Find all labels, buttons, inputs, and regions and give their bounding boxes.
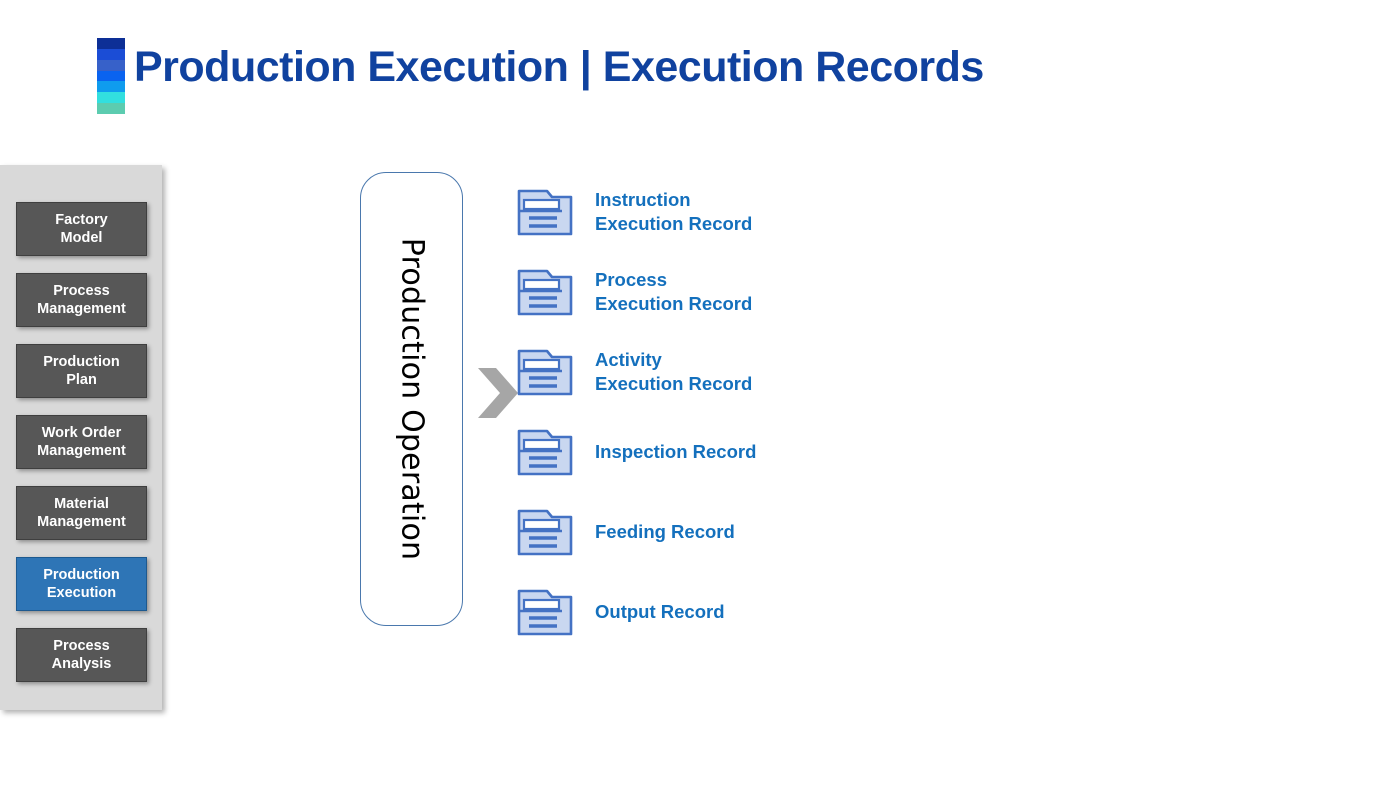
gradient-bar-logo — [97, 38, 125, 115]
sidebar-item-production-plan[interactable]: Production Plan — [16, 344, 147, 398]
document-record-icon — [517, 267, 573, 317]
logo-band-5 — [97, 81, 125, 93]
page-title: Production Execution | Execution Records — [134, 43, 984, 91]
production-operation-box: Production Operation — [360, 172, 463, 626]
record-row[interactable]: Instruction Execution Record — [517, 172, 937, 252]
record-row[interactable]: Inspection Record — [517, 412, 937, 492]
document-record-icon — [517, 187, 573, 237]
logo-band-2 — [97, 48, 125, 60]
record-row[interactable]: Activity Execution Record — [517, 332, 937, 412]
sidebar-item-material-management[interactable]: Material Management — [16, 486, 147, 540]
record-label: Activity Execution Record — [595, 348, 753, 395]
chevron-right-arrow — [476, 366, 520, 420]
sidebar-item-process-analysis[interactable]: Process Analysis — [16, 628, 147, 682]
title-bar: Production Execution | Execution Records — [0, 0, 1400, 130]
record-row[interactable]: Feeding Record — [517, 492, 937, 572]
record-label: Instruction Execution Record — [595, 188, 753, 235]
production-operation-label: Production Operation — [394, 237, 429, 561]
sidebar-item-label: Material Management — [37, 496, 126, 530]
logo-band-1 — [97, 38, 125, 49]
record-label: Process Execution Record — [595, 268, 753, 315]
sidebar-item-process-management[interactable]: Process Management — [16, 273, 147, 327]
sidebar-item-production-execution[interactable]: Production Execution — [16, 557, 147, 611]
sidebar-item-label: Factory Model — [55, 212, 108, 246]
record-label: Inspection Record — [595, 440, 757, 462]
record-row[interactable]: Output Record — [517, 572, 937, 652]
record-label: Feeding Record — [595, 520, 735, 542]
sidebar-item-label: Production Plan — [43, 354, 120, 388]
sidebar-item-label: Process Management — [37, 283, 126, 317]
logo-band-4 — [97, 70, 125, 82]
document-record-icon — [517, 427, 573, 477]
sidebar-item-label: Work Order Management — [37, 425, 126, 459]
sidebar-item-work-order-management[interactable]: Work Order Management — [16, 415, 147, 469]
logo-band-6 — [97, 92, 125, 104]
document-record-icon — [517, 507, 573, 557]
record-row[interactable]: Process Execution Record — [517, 252, 937, 332]
sidebar-item-factory-model[interactable]: Factory Model — [16, 202, 147, 256]
document-record-icon — [517, 587, 573, 637]
record-label: Output Record — [595, 600, 725, 622]
sidebar-item-label: Process Analysis — [51, 638, 112, 672]
logo-band-7 — [97, 103, 125, 115]
document-record-icon — [517, 347, 573, 397]
logo-band-3 — [97, 59, 125, 71]
sidebar-item-label: Production Execution — [43, 567, 120, 601]
